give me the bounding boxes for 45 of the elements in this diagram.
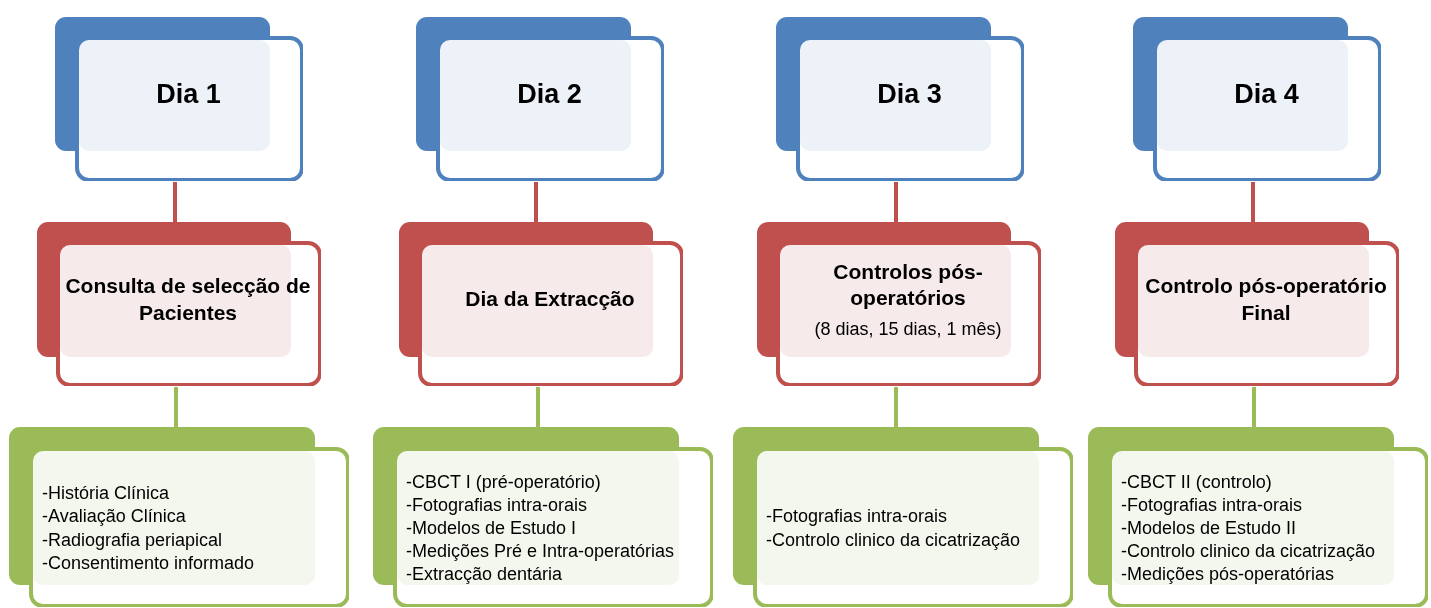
- connector-line: [1252, 387, 1256, 427]
- stage-card: [373, 427, 713, 607]
- stage-card: [1133, 17, 1381, 181]
- stage-card: [776, 17, 1024, 181]
- day-title: Dia 2: [517, 78, 582, 110]
- day-title: Dia 4: [1234, 78, 1299, 110]
- task-item: -Fotografias intra-orais: [766, 505, 949, 529]
- task-item: -Consentimento informado: [42, 551, 256, 575]
- stage-note: (8 dias, 15 dias, 1 mês): [814, 317, 1002, 340]
- task-item: -CBCT I (pré-operatório): [406, 470, 602, 494]
- stage-card: [9, 427, 349, 607]
- connector-line: [894, 387, 898, 427]
- connector-line: [536, 387, 540, 427]
- stage-title: Controlo pós-operatório Final: [1144, 273, 1388, 326]
- stage-card: [1088, 427, 1428, 607]
- task-item: -Avaliação Clínica: [42, 505, 187, 529]
- task-item: -História Clínica: [42, 482, 171, 506]
- stage-card: [1115, 222, 1399, 386]
- day-title: Dia 1: [156, 78, 221, 110]
- task-item: -Radiografia periapical: [42, 528, 224, 552]
- stage-card: [55, 17, 303, 181]
- task-item: -Modelos de Estudo I: [406, 517, 578, 540]
- connector-line: [894, 182, 898, 222]
- day-title: Dia 3: [877, 78, 942, 110]
- task-item: -Medições Pré e Intra-operatórias: [406, 540, 676, 563]
- task-item: -Medições pós-operatórias: [1121, 563, 1336, 587]
- task-item: -Extracção dentária: [406, 563, 564, 587]
- stage-card: [399, 222, 683, 386]
- stage-card: [757, 222, 1041, 386]
- task-item: -Controlo clinico da cicatrização: [1121, 540, 1377, 563]
- stage-title: Dia da Extracção: [465, 286, 635, 313]
- connector-line: [173, 182, 177, 222]
- task-item: -CBCT II (controlo): [1121, 470, 1273, 494]
- task-item: -Modelos de Estudo II: [1121, 517, 1298, 540]
- stage-card: [416, 17, 664, 181]
- task-item: -Fotografias intra-orais: [406, 493, 589, 517]
- stage-title: Consulta de selecção de Pacientes: [64, 273, 312, 326]
- task-item: -Fotografias intra-orais: [1121, 493, 1304, 517]
- connector-line: [174, 387, 178, 427]
- stage-title: Controlos pós-operatórios: [832, 259, 984, 312]
- connector-line: [1251, 182, 1255, 222]
- stage-card: [733, 427, 1073, 607]
- connector-line: [534, 182, 538, 222]
- task-item: -Controlo clinico da cicatrização: [766, 528, 1022, 552]
- stage-card: [37, 222, 321, 386]
